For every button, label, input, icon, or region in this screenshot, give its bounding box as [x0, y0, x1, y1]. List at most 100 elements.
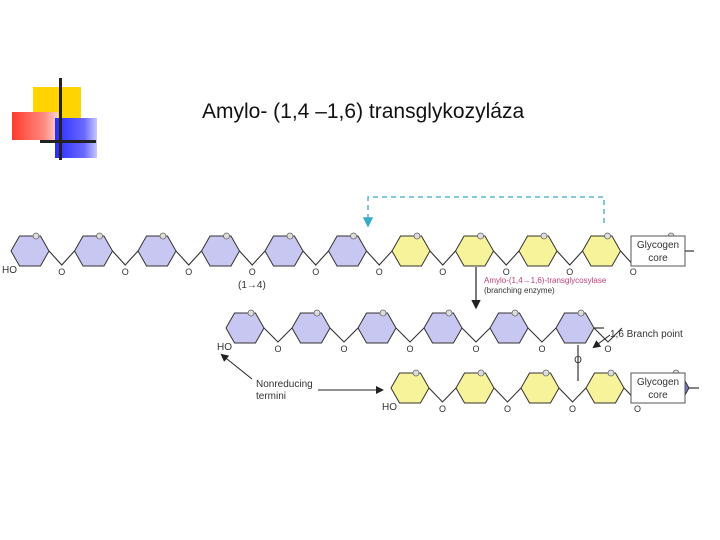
glucose-residue: [585, 372, 625, 404]
ring-oxygen-marker: [313, 309, 321, 317]
glucose-residue: [423, 312, 463, 344]
glucose-residue: [10, 235, 50, 267]
glycosidic-bond: [48, 250, 75, 266]
glycogen-core-label-top: Glycogen core: [630, 235, 686, 267]
glycosidic-oxygen-label: O: [439, 267, 446, 277]
ring-oxygen-marker: [542, 369, 550, 377]
glucose-residue: [225, 312, 265, 344]
glycosidic-oxygen-label: O: [406, 344, 413, 354]
glycosidic-oxygen-label: O: [249, 267, 256, 277]
ring-oxygen-marker: [223, 232, 230, 240]
ring-oxygen-marker: [32, 232, 40, 240]
glycosidic-oxygen-label: O: [472, 344, 479, 354]
ring-oxygen-marker: [379, 309, 387, 317]
glucose-residue: [200, 235, 241, 267]
glycosidic-oxygen-label: O: [58, 267, 65, 277]
glucose-residue: [137, 235, 177, 267]
branch-point-label: 1,6 Branch point: [610, 329, 683, 340]
glycosidic-oxygen-label: O: [503, 267, 510, 277]
glucose-residue: [555, 312, 595, 344]
glucose-residue: [264, 235, 304, 267]
ring-oxygen-marker: [286, 232, 294, 240]
core-text-bottom-2: core: [648, 390, 668, 401]
glycosidic-oxygen-label: O: [274, 344, 281, 354]
branch-oxygen: O: [574, 355, 582, 366]
glucose-residue: [390, 372, 430, 404]
glycogen-branching-diagram: HO O O O O O O O O O O HO O O O O O O HO O O O O Glycogen co…: [2, 196, 699, 414]
ring-oxygen-marker: [445, 309, 453, 317]
glycosidic-oxygen-label: O: [630, 267, 637, 277]
glycosidic-oxygen-label: O: [634, 404, 641, 414]
glucose-residue: [455, 372, 495, 404]
enzyme-label-1: Amylo-(1,4→1,6)-transglycosylase: [484, 276, 607, 285]
bond-14-label: (1→4): [238, 280, 266, 291]
glucose-residue: [581, 235, 622, 267]
branch-point-arrow: [592, 334, 611, 349]
glycosidic-bond: [461, 327, 491, 343]
ring-oxygen-marker: [413, 232, 421, 240]
ring-oxygen-marker: [577, 309, 585, 317]
glycosidic-oxygen-label: O: [185, 267, 192, 277]
glycosidic-bond: [395, 327, 425, 343]
glucose-residue: [454, 235, 495, 267]
ring-oxygen-marker: [604, 232, 611, 240]
glycosidic-oxygen-label: O: [504, 404, 511, 414]
reducing-end-label: HO: [217, 342, 232, 353]
reducing-end-label: HO: [382, 402, 397, 413]
glycosidic-bond: [527, 327, 557, 343]
nonreducing-arrow-up: [220, 353, 253, 380]
ring-oxygen-marker: [159, 232, 167, 240]
glycosidic-bond: [329, 327, 359, 343]
glycosidic-oxygen-label: O: [604, 344, 611, 354]
glucose-residue: [291, 312, 331, 344]
decor-blue-square: [55, 118, 97, 158]
nonreducing-label-2: termini: [256, 391, 286, 402]
glucose-residue: [357, 312, 397, 344]
slide-title: Amylo- (1,4 –1,6) transglykozyláza: [202, 100, 525, 123]
branch-chain: HO O O O O O O: [217, 309, 623, 354]
glycosidic-bond: [112, 250, 139, 266]
decor-red-bar: [12, 112, 58, 140]
glycosidic-oxygen-label: O: [122, 267, 129, 277]
ring-oxygen-marker: [412, 369, 420, 377]
glycosidic-bond: [175, 250, 202, 266]
core-text-bottom-1: Glycogen: [637, 377, 679, 388]
glycosidic-bond: [428, 387, 457, 403]
glycosidic-bond: [493, 250, 520, 266]
glycosidic-bond: [239, 250, 266, 266]
glucose-residue: [520, 372, 560, 404]
glycosidic-bond: [263, 327, 293, 343]
ring-oxygen-marker: [477, 232, 484, 240]
transfer-arrow: [362, 196, 605, 228]
glucose-residue: [391, 235, 431, 267]
glycosidic-oxygen-label: O: [566, 267, 573, 277]
core-text-top-2: core: [648, 253, 668, 264]
glycosidic-bond: [302, 250, 329, 266]
glycosidic-bond: [556, 250, 583, 266]
ring-oxygen-marker: [511, 309, 519, 317]
ring-oxygen-marker: [350, 232, 357, 240]
glycosidic-bond: [593, 327, 623, 343]
glycosidic-oxygen-label: O: [569, 404, 576, 414]
glycosidic-oxygen-label: O: [376, 267, 383, 277]
glucose-residue: [327, 235, 368, 267]
glycosidic-oxygen-label: O: [340, 344, 347, 354]
reducing-end-label: HO: [2, 265, 17, 276]
glucose-residue: [73, 235, 114, 267]
ring-oxygen-marker: [540, 232, 548, 240]
ring-oxygen-marker: [477, 369, 485, 377]
glycosidic-oxygen-label: O: [439, 404, 446, 414]
glycosidic-oxygen-label: O: [538, 344, 545, 354]
decor-vertical-line: [59, 78, 62, 160]
glycogen-core-label-bottom: Glycogen core: [630, 372, 686, 404]
decor-horizontal-line: [40, 140, 96, 143]
glucose-residue: [518, 235, 558, 267]
glycosidic-bond: [366, 250, 393, 266]
ring-oxygen-marker: [96, 232, 103, 240]
nonreducing-label-1: Nonreducing: [256, 379, 313, 390]
ring-oxygen-marker: [607, 369, 615, 377]
core-text-top-1: Glycogen: [637, 240, 679, 251]
glycosidic-bond: [429, 250, 456, 266]
enzyme-label-2: (branching enzyme): [484, 286, 555, 295]
